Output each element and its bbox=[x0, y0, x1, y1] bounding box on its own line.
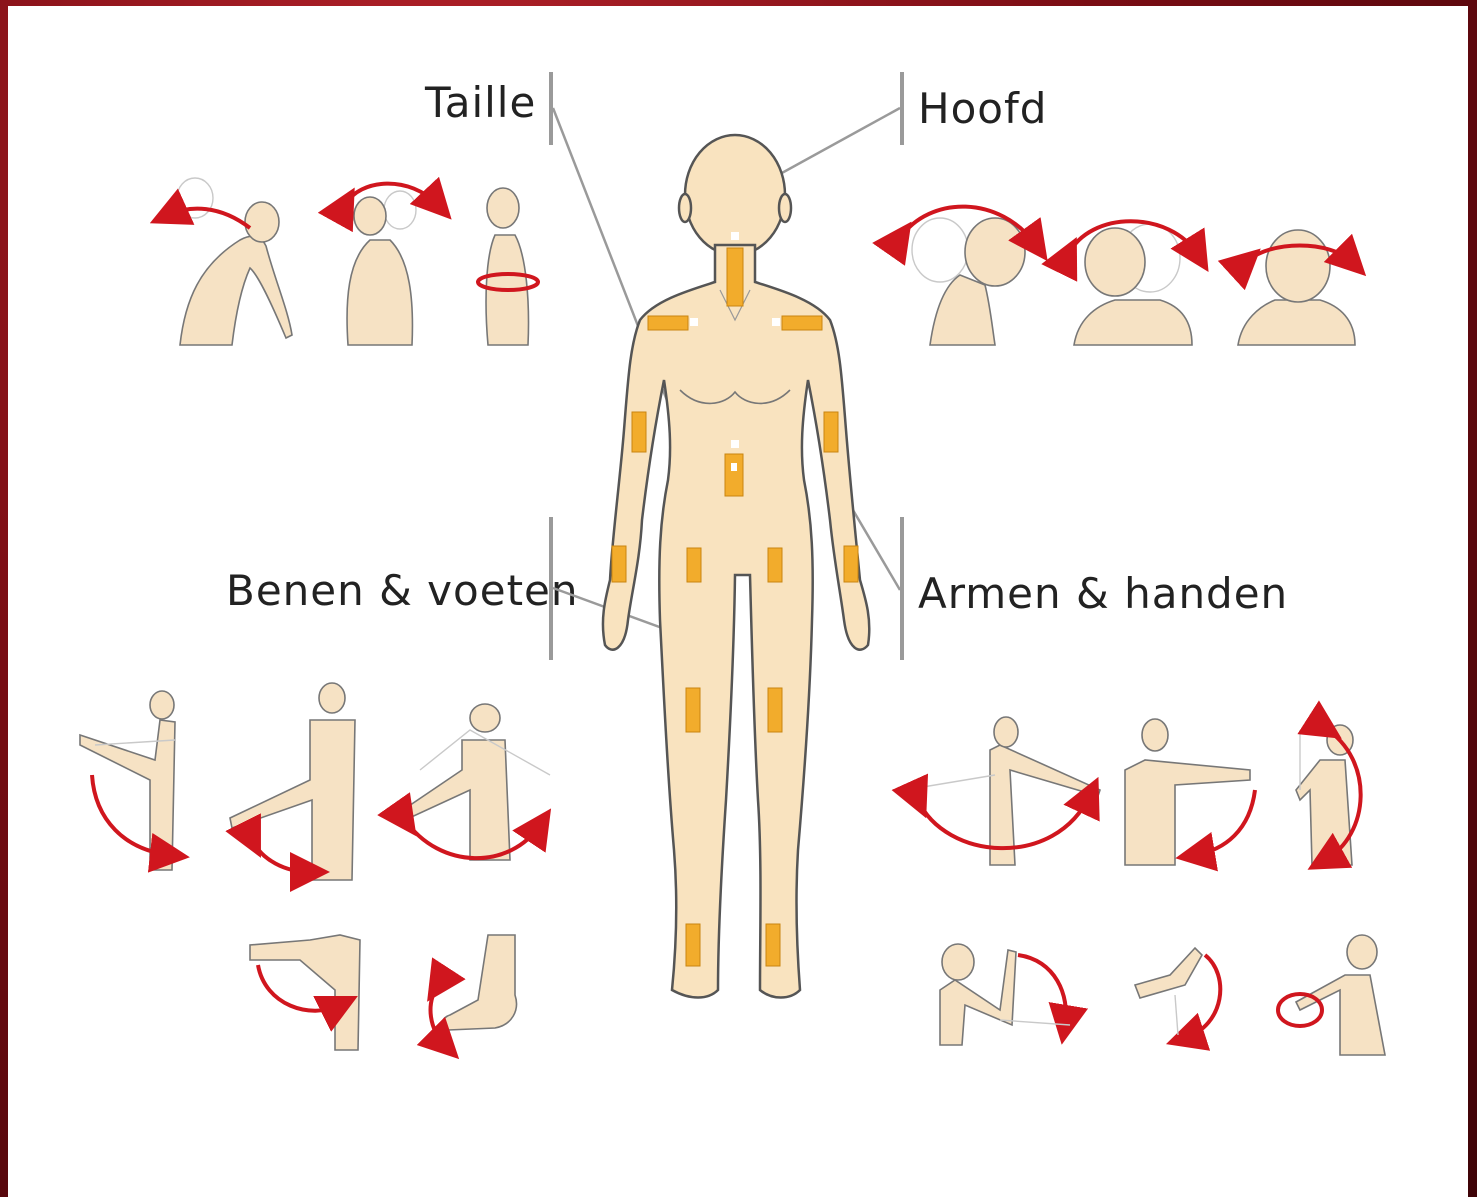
taille-rotation-figure bbox=[478, 188, 538, 345]
benen-knee-bend-figure bbox=[250, 935, 360, 1050]
sensor-neck bbox=[727, 248, 743, 306]
sensor-ankle-left bbox=[686, 924, 700, 966]
sensor-upperarm-left bbox=[632, 412, 646, 452]
taille-bend-figure bbox=[168, 178, 292, 345]
armen-side-raise-figure bbox=[1125, 719, 1255, 865]
armen-wrist-figure bbox=[1135, 948, 1220, 1038]
hoofd-tilt-figure bbox=[1068, 221, 1198, 345]
central-body-figure bbox=[603, 135, 869, 998]
hoofd-exercises bbox=[900, 207, 1355, 345]
sensor-shin-right bbox=[768, 688, 782, 732]
hoofd-turn-figure bbox=[1238, 230, 1355, 345]
sensor-shin-left bbox=[686, 688, 700, 732]
sensor-waist bbox=[725, 454, 743, 496]
sensor-wrist-right bbox=[844, 546, 858, 582]
hoofd-nod-figure bbox=[900, 207, 1036, 345]
armen-elbow-flex-figure bbox=[940, 944, 1070, 1045]
armen-exercises bbox=[905, 717, 1385, 1055]
benen-abduction-figure bbox=[400, 704, 550, 860]
sensor-wrist-left bbox=[612, 546, 626, 582]
benen-front-kick-figure bbox=[80, 691, 175, 870]
sensor-thigh-right bbox=[768, 548, 782, 582]
benen-exercises bbox=[80, 683, 550, 1050]
sensor-upperarm-right bbox=[824, 412, 838, 452]
sensor-shoulder-left bbox=[648, 316, 688, 330]
taille-exercises bbox=[168, 178, 538, 345]
armen-overhead-figure bbox=[1296, 725, 1361, 865]
taille-sidebend-figure bbox=[345, 184, 438, 345]
sensor-ankle-right bbox=[766, 924, 780, 966]
benen-ankle-figure bbox=[431, 935, 517, 1045]
benen-side-kick-figure bbox=[230, 683, 355, 880]
sensor-thigh-left bbox=[687, 548, 701, 582]
armen-forward-raise-figure bbox=[905, 717, 1100, 865]
sensor-shoulder-right bbox=[782, 316, 822, 330]
armen-rotation-figure bbox=[1278, 935, 1385, 1055]
